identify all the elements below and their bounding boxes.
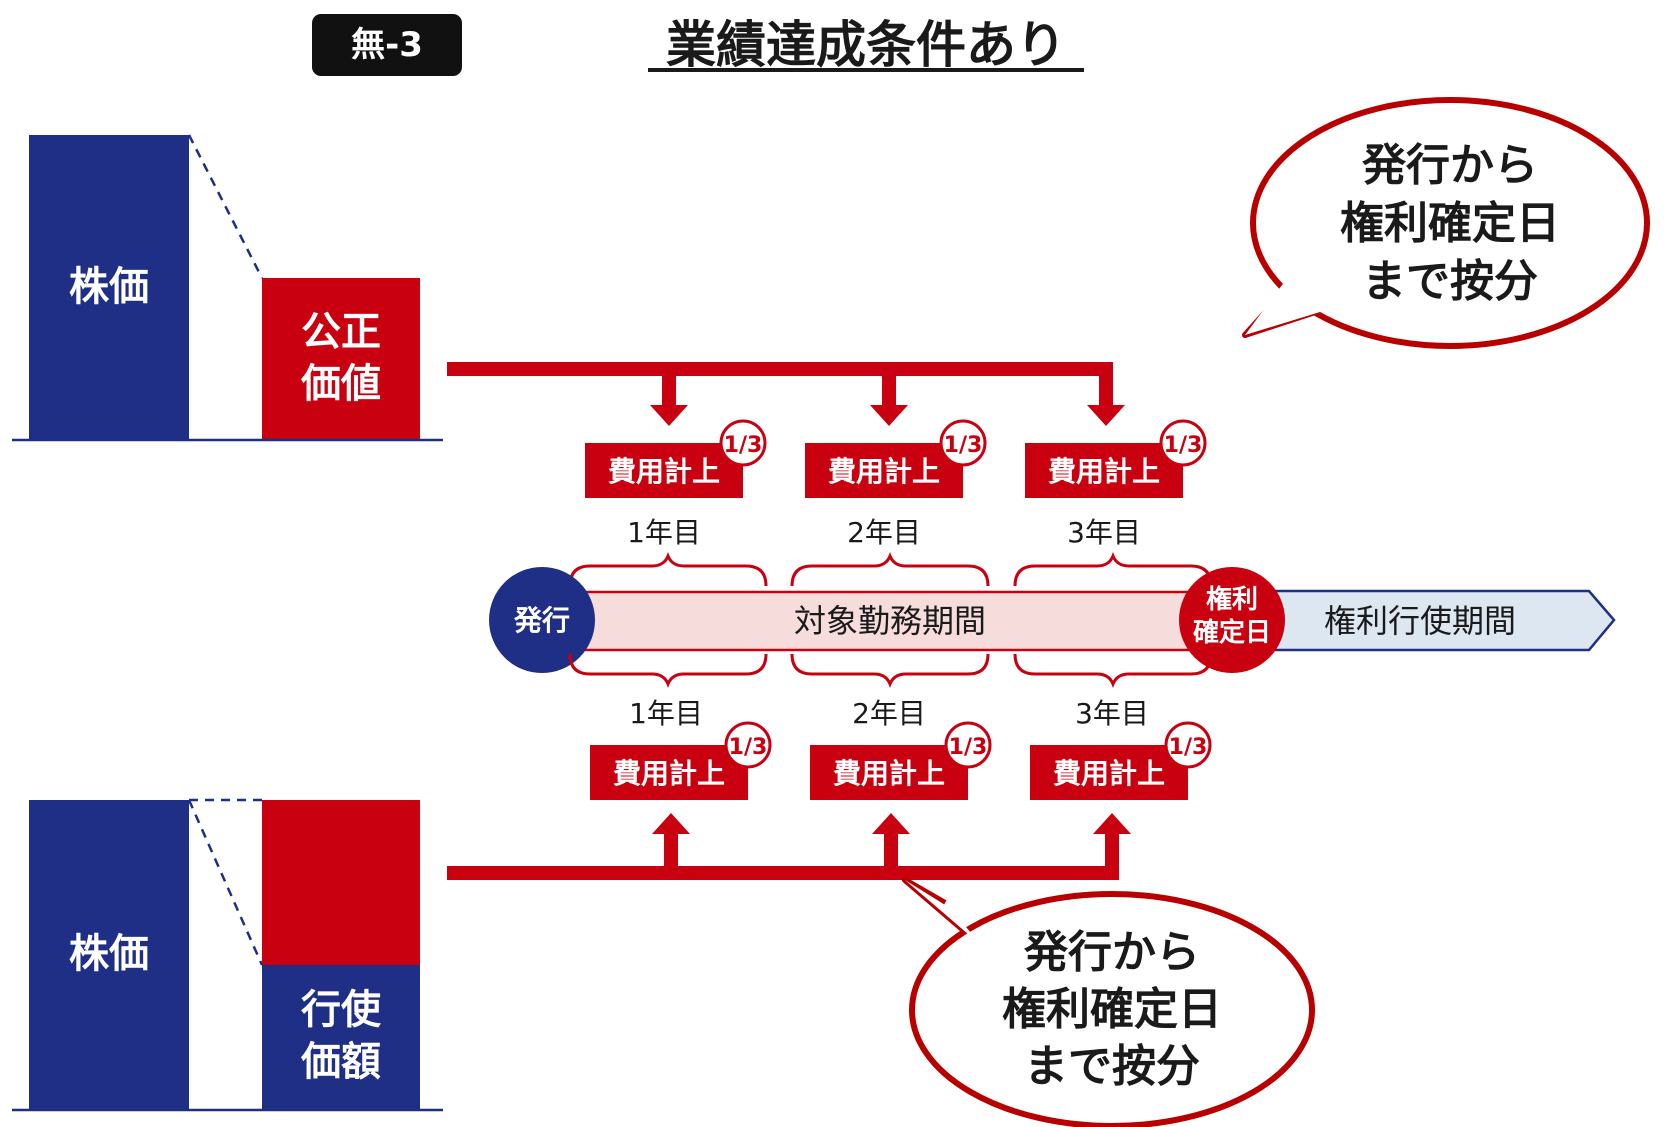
top-expense-label-2: 費用計上 [828, 455, 940, 488]
top-stock-price-bar [29, 135, 189, 440]
top-callout-line2: 権利確定日 [1340, 198, 1560, 249]
bottom-brace-3 [1013, 653, 1213, 689]
top-expense-label-1: 費用計上 [608, 455, 720, 488]
fair-value-bar [262, 278, 420, 440]
bottom-stock-price-label: 株価 [69, 931, 149, 977]
top-callout-line1: 発行から [1361, 140, 1538, 191]
top-year-label-3: 3年目 [1067, 516, 1141, 549]
top-speech-callout: 発行から 権利確定日 まで按分 [1242, 97, 1650, 349]
top-expense-box-1: 費用計上 1/3 [585, 419, 767, 498]
top-arrow-3-shaft [1099, 362, 1113, 406]
bottom-year-label-3: 3年目 [1075, 697, 1149, 730]
intrinsic-value-bar [262, 800, 420, 965]
fair-value-label-line2: 価値 [300, 361, 381, 407]
bottom-expense-box-3: 費用計上 1/3 [1030, 721, 1212, 800]
top-callout-line3: まで按分 [1362, 256, 1538, 307]
issue-label: 発行 [513, 604, 570, 637]
bottom-expense-fraction-3: 1/3 [1169, 735, 1208, 760]
top-year-label-2: 2年目 [847, 516, 921, 549]
vesting-date-circle [1179, 567, 1285, 673]
top-brace-3 [1013, 551, 1213, 587]
bottom-dashed-connector-diag [187, 799, 264, 966]
bottom-arrow-1-head [652, 813, 690, 834]
top-distribution-line [447, 362, 1113, 376]
service-period-band [553, 590, 1225, 652]
bottom-year-label-1: 1年目 [629, 697, 703, 730]
bottom-expense-box-2: 費用計上 1/3 [810, 721, 992, 800]
top-brace-1 [568, 551, 768, 587]
bottom-distribution-line [447, 866, 1119, 880]
bottom-callout-line3: まで按分 [1024, 1041, 1200, 1092]
top-expense-box-3: 費用計上 1/3 [1025, 419, 1207, 498]
bottom-speech-callout: 発行から 権利確定日 まで按分 [902, 877, 1315, 1127]
top-expense-fraction-2: 1/3 [944, 433, 983, 458]
issue-circle [489, 567, 595, 673]
badge-label: 無-3 [351, 25, 423, 65]
exercise-price-bar [262, 965, 420, 1110]
bottom-brace-2 [790, 653, 990, 689]
top-stock-price-label: 株価 [69, 264, 149, 310]
bottom-callout-line1: 発行から [1023, 927, 1200, 978]
top-arrow-2-head [870, 405, 908, 426]
exercise-price-label-line2: 価額 [300, 1039, 381, 1085]
top-arrow-1-shaft [662, 362, 676, 406]
fair-value-label-line1: 公正 [301, 309, 381, 355]
top-expense-box-2: 費用計上 1/3 [805, 419, 987, 498]
bottom-expense-label-2: 費用計上 [833, 757, 945, 790]
bottom-stock-price-bar [29, 800, 189, 1110]
exercise-period-label: 権利行使期間 [1324, 602, 1516, 640]
top-arrow-1-head [650, 405, 688, 426]
bottom-expense-label-3: 費用計上 [1053, 757, 1165, 790]
bottom-year-label-2: 2年目 [852, 697, 926, 730]
top-arrow-2-shaft [882, 362, 896, 406]
top-brace-2 [790, 551, 990, 587]
bottom-arrow-3-head [1093, 813, 1131, 834]
bottom-expense-fraction-2: 1/3 [949, 735, 988, 760]
bottom-callout-line2: 権利確定日 [1002, 984, 1222, 1035]
top-dashed-connector [187, 134, 264, 279]
badge [312, 14, 462, 76]
top-expense-fraction-1: 1/3 [724, 433, 763, 458]
vesting-date-label-line1: 権利 [1206, 584, 1258, 615]
bottom-arrow-1-shaft [664, 833, 678, 880]
top-expense-fraction-3: 1/3 [1164, 433, 1203, 458]
bottom-expense-box-1: 費用計上 1/3 [590, 721, 772, 800]
bottom-expense-fraction-1: 1/3 [729, 735, 768, 760]
bottom-arrow-3-shaft [1105, 833, 1119, 880]
top-arrow-3-head [1087, 405, 1125, 426]
top-expense-label-3: 費用計上 [1048, 455, 1160, 488]
top-year-label-1: 1年目 [627, 516, 701, 549]
bottom-arrow-2-shaft [884, 833, 898, 880]
page-title: 業績達成条件あり [666, 16, 1066, 74]
bottom-expense-label-1: 費用計上 [613, 757, 725, 790]
vesting-date-label-line2: 確定日 [1193, 617, 1271, 648]
bottom-arrow-2-head [872, 813, 910, 834]
service-period-label: 対象勤務期間 [794, 602, 986, 640]
bottom-brace-1 [568, 653, 768, 689]
exercise-price-label-line1: 行使 [301, 987, 382, 1033]
